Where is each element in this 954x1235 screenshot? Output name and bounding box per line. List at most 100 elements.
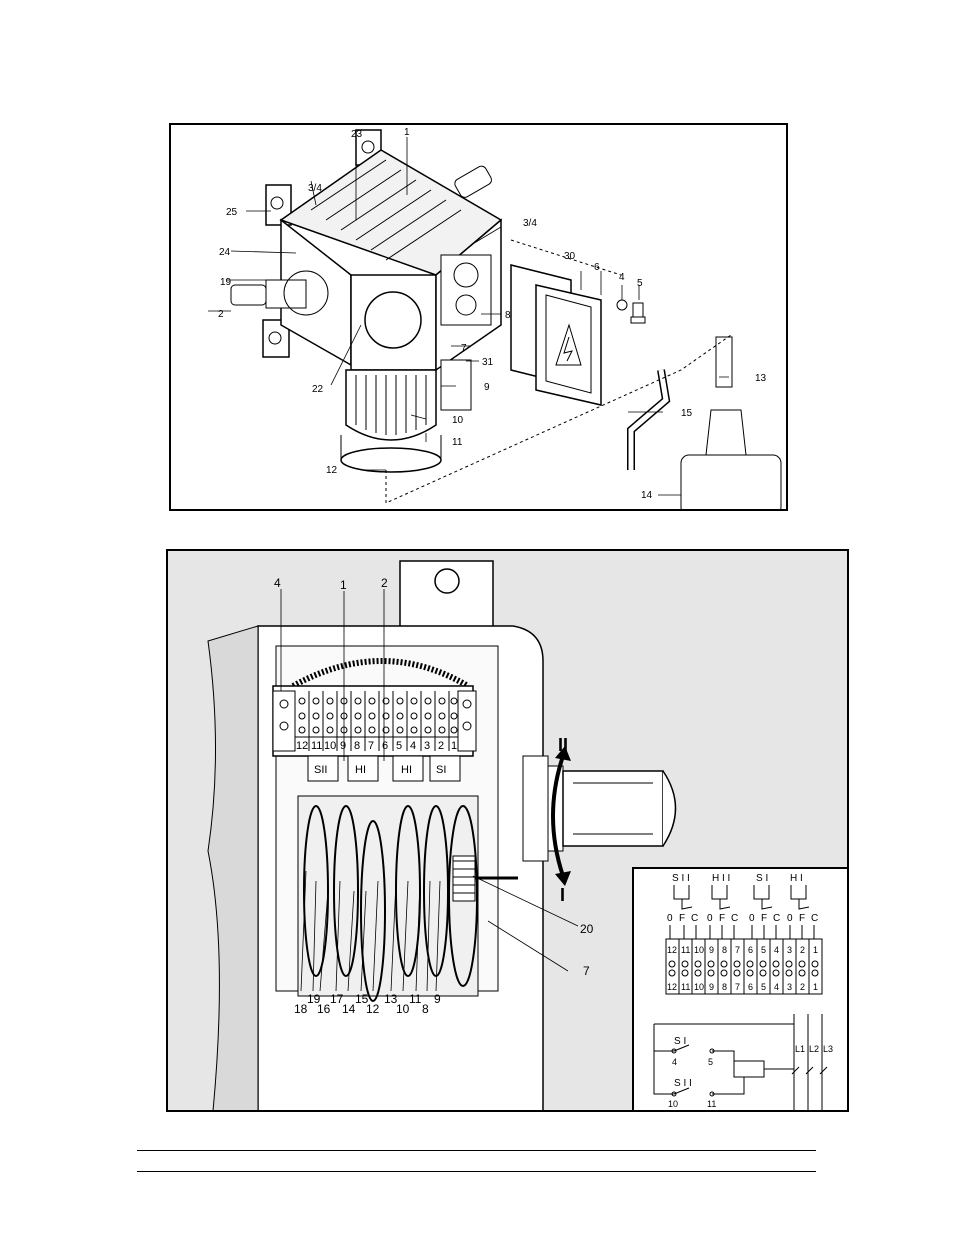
callout-13: 13: [755, 373, 767, 384]
terminal-number: 4: [410, 740, 416, 752]
limit-switch-drawing: 12 11 10 9 8 7 6 5 4 3 2 1 SII HI HI SI: [207, 560, 677, 1110]
callout-4: 4: [274, 576, 281, 590]
circuit-terminal-11: 11: [707, 1099, 716, 1109]
wiring-diagram: S I I H I I S I H I 0 F C 0 F C 0 F C 0 …: [653, 873, 833, 1110]
inset-terminal-number: 5: [761, 945, 766, 955]
inset-terminal-number: 6: [748, 982, 753, 992]
terminal-number: 1: [451, 740, 457, 752]
exploded-view-drawing: 23 1 3/4 25 3/4 24 30 6 4 5 19 2 8 7 31 …: [208, 127, 782, 509]
inset-terminal-numbers-top: 12 11 10 9 8 7 6 5 4 3 2 1: [667, 945, 818, 955]
inset-terminal-number: 10: [694, 982, 704, 992]
wiring-diagram-inset: S I I H I I S I H I 0 F C 0 F C 0 F C 0 …: [632, 867, 849, 1112]
contact-letter: 0: [707, 913, 713, 924]
callout-9: 9: [484, 382, 490, 393]
inset-terminal-number: 4: [774, 982, 779, 992]
callout-12: 12: [326, 465, 338, 476]
callout-11: 11: [409, 992, 422, 1006]
inset-terminal-number: 1: [813, 945, 818, 955]
inset-terminal-number: 10: [694, 945, 704, 955]
switch-label-si: SI: [436, 764, 446, 776]
callout-10: 10: [452, 415, 464, 426]
callout-8: 8: [505, 310, 511, 321]
inset-terminal-number: 2: [800, 945, 805, 955]
callout-18: 18: [294, 1002, 308, 1016]
callout-9: 9: [434, 992, 441, 1006]
callout-8: 8: [422, 1002, 429, 1016]
callout-19: 19: [307, 992, 321, 1006]
inset-terminal-number: 9: [709, 982, 714, 992]
inset-terminal-numbers-bottom: 12 11 10 9 8 7 6 5 4 3 2 1: [667, 982, 818, 992]
callout-25: 25: [226, 207, 238, 218]
terminal-number: 10: [324, 740, 336, 752]
callout-6: 6: [594, 262, 600, 273]
callout-3-4-top: 3/4: [308, 183, 322, 194]
callout-23: 23: [351, 129, 363, 140]
inset-terminal-number: 6: [748, 945, 753, 955]
callout-19: 19: [220, 277, 232, 288]
switch-group-hi: H I: [790, 873, 803, 884]
inset-terminal-number: 5: [761, 982, 766, 992]
direction-mark-ii: II: [558, 735, 568, 755]
contact-letter: C: [691, 913, 698, 924]
circuit-switch-sii: S I I: [674, 1078, 692, 1089]
switch-group-sii: S I I: [672, 873, 690, 884]
switch-label-sii: SII: [314, 764, 327, 776]
terminal-number: 8: [354, 740, 360, 752]
callout-7: 7: [461, 343, 467, 354]
inset-terminal-number: 7: [735, 945, 740, 955]
inset-terminal-number: 9: [709, 945, 714, 955]
contact-letter: 0: [667, 913, 673, 924]
callout-20: 20: [580, 922, 594, 936]
switch-group-si: S I: [756, 873, 768, 884]
callout-24: 24: [219, 247, 231, 258]
callout-13: 13: [384, 992, 398, 1006]
contact-letter: 0: [787, 913, 793, 924]
terminal-number: 5: [396, 740, 402, 752]
circuit-terminal-10: 10: [668, 1099, 678, 1109]
terminal-number: 11: [311, 740, 322, 752]
callout-1: 1: [340, 578, 347, 592]
terminal-number-row: 12 11 10 9 8 7 6 5 4 3 2 1: [296, 740, 457, 752]
callout-5: 5: [637, 278, 643, 289]
limit-switch-figure: 12 11 10 9 8 7 6 5 4 3 2 1 SII HI HI SI: [166, 549, 849, 1112]
inset-terminal-number: 1: [813, 982, 818, 992]
footer-rule-top: [137, 1150, 816, 1151]
callout-3-4-side: 3/4: [523, 218, 537, 229]
callout-14: 14: [641, 490, 653, 501]
switch-label-hi-left: HI: [355, 764, 366, 776]
phase-l3: L3: [823, 1044, 833, 1054]
callout-1: 1: [404, 127, 410, 138]
terminal-number: 3: [424, 740, 430, 752]
circuit-terminal-5: 5: [708, 1057, 713, 1067]
phase-l1: L1: [795, 1044, 805, 1054]
inset-terminal-number: 3: [787, 945, 792, 955]
inset-terminal-number: 8: [722, 982, 727, 992]
inset-terminal-number: 3: [787, 982, 792, 992]
contact-letter: F: [799, 913, 805, 924]
terminal-number: 6: [382, 740, 388, 752]
contact-letter: C: [731, 913, 738, 924]
callout-7: 7: [583, 964, 590, 978]
contact-letter: 0: [749, 913, 755, 924]
callout-17: 17: [330, 992, 344, 1006]
callout-14: 14: [342, 1002, 356, 1016]
callout-15: 15: [355, 992, 369, 1006]
callout-31: 31: [482, 357, 494, 368]
exploded-view-figure: 23 1 3/4 25 3/4 24 30 6 4 5 19 2 8 7 31 …: [169, 123, 788, 511]
footer-rule-bottom: [137, 1171, 816, 1172]
contact-letter: C: [773, 913, 780, 924]
callout-15: 15: [681, 408, 693, 419]
callout-11: 11: [452, 437, 463, 448]
contact-letter: F: [679, 913, 685, 924]
callout-30: 30: [564, 251, 576, 262]
inset-terminal-number: 12: [667, 945, 677, 955]
terminal-number: 12: [296, 740, 308, 752]
inset-terminal-number: 11: [681, 945, 690, 955]
inset-terminal-number: 12: [667, 982, 677, 992]
switch-label-hi-right: HI: [401, 764, 412, 776]
inset-terminal-number: 4: [774, 945, 779, 955]
terminal-number: 9: [340, 740, 346, 752]
inset-terminal-number: 11: [681, 982, 690, 992]
inset-terminal-number: 8: [722, 945, 727, 955]
circuit-switch-si: S I: [674, 1036, 686, 1047]
